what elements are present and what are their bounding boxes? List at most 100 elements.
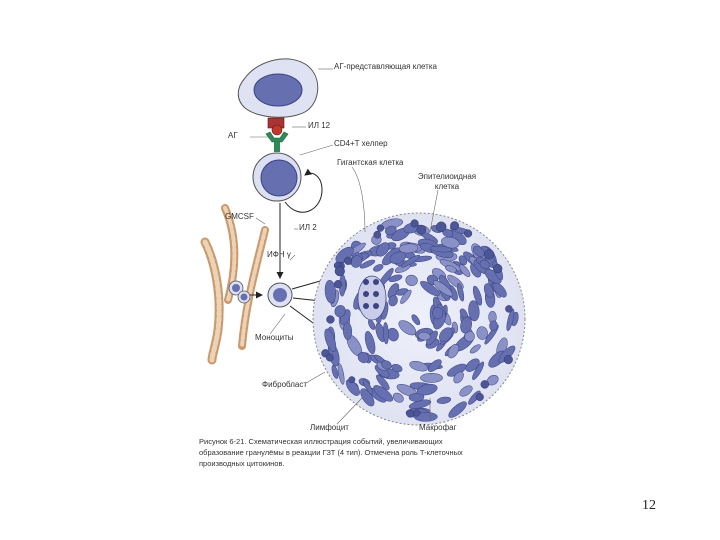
lymphocyte-cell bbox=[376, 224, 385, 232]
granuloma-cell bbox=[489, 320, 498, 332]
epithelioid-label: Эпителиоидная клетка bbox=[417, 172, 477, 191]
granuloma-cell bbox=[465, 358, 480, 372]
granuloma-cell bbox=[324, 279, 337, 304]
cd4-label: CD4+T хелпер bbox=[334, 139, 388, 148]
granuloma bbox=[312, 212, 526, 426]
lymphocyte-cell bbox=[416, 224, 427, 235]
lymphocyte-cell bbox=[450, 221, 460, 231]
label-lines bbox=[250, 68, 439, 425]
granuloma-cell bbox=[414, 411, 438, 422]
lymphocyte-label: Лимфоцит bbox=[310, 423, 349, 432]
granuloma-cell bbox=[405, 274, 418, 286]
mhc-tcr-complex bbox=[265, 117, 289, 152]
granuloma-cell bbox=[373, 264, 384, 272]
granuloma-cell bbox=[472, 361, 485, 380]
granuloma-cell bbox=[420, 373, 443, 383]
il2-loop-arrow bbox=[284, 168, 323, 213]
granuloma-cell bbox=[479, 259, 490, 269]
granuloma-cell bbox=[350, 255, 363, 268]
granuloma-cell bbox=[447, 343, 460, 359]
granuloma-cell bbox=[388, 274, 403, 282]
giant-cell-nucleus bbox=[363, 291, 369, 297]
granuloma-cell bbox=[400, 289, 412, 304]
granuloma-cell bbox=[383, 322, 389, 345]
gmcsf-label: GMCSF bbox=[225, 212, 254, 221]
granuloma-cell bbox=[400, 254, 421, 268]
granuloma-cell bbox=[398, 243, 419, 254]
granuloma-cell bbox=[385, 225, 397, 236]
granuloma-cell bbox=[468, 300, 480, 322]
il2-label: ИЛ 2 bbox=[299, 223, 317, 232]
granuloma-cell bbox=[324, 328, 337, 352]
granuloma-cell bbox=[342, 322, 353, 340]
ag-label: АГ bbox=[228, 131, 238, 140]
granuloma-cell bbox=[337, 363, 345, 385]
fibroblast-label: Фибробласт bbox=[262, 380, 308, 389]
granuloma-cell bbox=[360, 388, 375, 407]
granuloma-cell bbox=[420, 280, 440, 297]
granuloma-cell bbox=[392, 392, 404, 403]
lymphocyte-cell bbox=[325, 353, 334, 362]
granuloma-cell bbox=[432, 306, 444, 320]
giant-cell-nucleus bbox=[373, 303, 379, 309]
lymphocyte-cell bbox=[493, 263, 503, 274]
lymphocyte-cell bbox=[435, 221, 447, 233]
granuloma-cell bbox=[460, 316, 472, 334]
blood-vessels bbox=[200, 204, 269, 365]
giant-cell bbox=[357, 275, 387, 321]
granuloma-cell bbox=[457, 282, 465, 302]
granuloma-cell bbox=[472, 285, 483, 306]
granuloma-cell bbox=[427, 359, 442, 372]
granuloma-cell bbox=[445, 265, 457, 273]
granuloma-cell bbox=[391, 363, 403, 373]
granuloma-cell bbox=[376, 374, 390, 390]
giant-cell-nucleus bbox=[363, 303, 369, 309]
il12-label: ИЛ 12 bbox=[308, 121, 331, 130]
granuloma-cell bbox=[376, 242, 390, 257]
granuloma-cell bbox=[381, 360, 392, 370]
granuloma-cell bbox=[506, 308, 515, 331]
granuloma-cell bbox=[458, 255, 468, 266]
giant-cell-nucleus bbox=[373, 279, 379, 285]
cd4-t-helper-cell bbox=[252, 152, 302, 202]
granuloma-cell bbox=[459, 385, 473, 397]
granuloma-cell bbox=[476, 326, 488, 340]
lymphocyte-cell bbox=[413, 409, 421, 417]
granuloma-cell bbox=[389, 251, 406, 264]
granuloma-cell bbox=[464, 330, 475, 342]
monocytes bbox=[228, 280, 293, 308]
giant-cell-label: Гигантская клетка bbox=[337, 158, 404, 167]
giant-cell-nucleus bbox=[363, 279, 369, 285]
lymphocyte-cell bbox=[334, 266, 345, 277]
giant-cell-nucleus bbox=[373, 291, 379, 297]
granuloma-cell bbox=[436, 396, 452, 404]
granuloma-cell bbox=[439, 327, 453, 343]
page-number: 12 bbox=[642, 498, 656, 513]
lymphocyte-cell bbox=[503, 355, 513, 365]
lymphocyte-cell bbox=[343, 256, 353, 265]
granuloma-cell bbox=[416, 383, 438, 396]
granuloma-cell bbox=[411, 314, 421, 326]
lymphocyte-cell bbox=[406, 409, 415, 418]
granuloma-cell bbox=[388, 295, 398, 307]
granuloma-cell bbox=[448, 401, 467, 418]
lymphocyte-cell bbox=[480, 380, 490, 389]
apc-label: АГ-представляющая клетка bbox=[334, 62, 437, 71]
granuloma-cell bbox=[433, 280, 453, 297]
granuloma-cell bbox=[492, 282, 507, 298]
granuloma-cell bbox=[331, 364, 339, 379]
granuloma-cell bbox=[357, 351, 370, 364]
granuloma-cell bbox=[334, 305, 346, 318]
lymphocyte-cell bbox=[464, 229, 473, 238]
granuloma-cell bbox=[472, 245, 485, 258]
lymphocyte-cell bbox=[483, 249, 495, 260]
caption-line-2: образование гранулёмы в реакции ГЗТ (4 т… bbox=[199, 448, 463, 457]
granuloma-cell bbox=[362, 379, 373, 395]
granuloma-cell bbox=[364, 331, 376, 355]
lymphocyte-cell bbox=[326, 315, 335, 324]
granuloma-cell bbox=[409, 361, 428, 372]
monocytes-label: Моноциты bbox=[255, 333, 294, 342]
granuloma-cell bbox=[359, 259, 376, 269]
granuloma-cell bbox=[373, 385, 394, 402]
